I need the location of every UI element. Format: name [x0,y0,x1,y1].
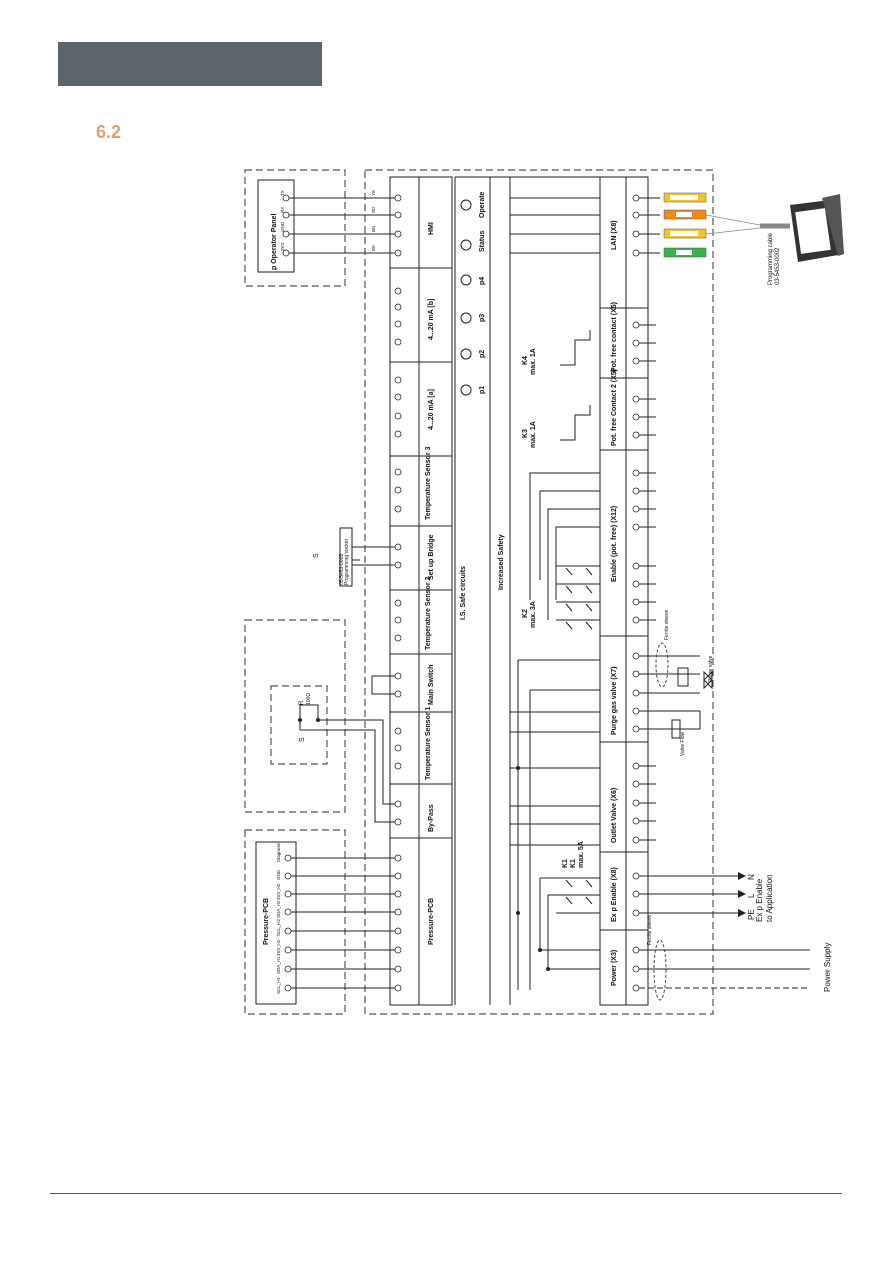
pcb-pin-label: Diagnose [276,842,281,862]
k1-rating: max. 5A [578,841,585,868]
pcb-pin-label: 3V3_H2 [276,883,281,900]
lan-label: LAN (X8) [611,220,618,250]
to-application-label: to Application [765,874,774,922]
programming-socket-box [339,527,353,587]
s-switch-label: S [299,737,306,742]
laptop-icon [790,194,844,262]
temp1-label: Temperature Sensor 1 [425,706,432,780]
pot-free-contact-label: Pot. free contact (X5) [611,302,618,372]
terminal-block-column [389,176,453,1006]
control-unit-enclosure [364,169,714,1015]
outlet-valve-label: Outlet Valve (X6) [611,788,618,843]
ferrite-sleeve-bottom [653,939,667,1001]
pcb-pin-label: GND [276,869,281,880]
ma-a-label: 4...20 mA [a] [428,389,435,430]
led-label-p4: p4 [479,277,486,285]
l-label: L [747,893,756,898]
panel-pin-label: 3V3 [280,242,285,251]
pe-label: PE [747,909,756,920]
led-label-operate: Operate [479,191,486,218]
led-label-p2: p2 [479,350,486,358]
pot-free-contact2-label: Pot. free Contact 2 (X5) [611,369,618,446]
temp2-label: Temperature Sensor 2 [425,576,432,650]
purge-valve-label: Purge valve [708,655,714,682]
k3-rating: max. 1A [530,421,537,448]
lan-connectors [663,192,707,258]
bypass-switch-box [270,685,328,765]
operator-panel-box [257,179,295,273]
output-block-column [599,176,649,1006]
temp3-label: Temperature Sensor 3 [425,446,432,520]
setup-bridge-label: Set up Bridge [428,534,435,580]
s-label: S [313,553,320,558]
ferrite-sleeve-bottom-label: Ferrite sleeve [647,914,653,945]
socket-part-label: 05-5453-0009 [339,554,345,585]
footer-divider [50,1193,842,1194]
k4-rating: max. 1A [530,348,537,375]
k2-label: K2 [522,609,529,618]
increased-safety-label: Increased Safety [498,534,505,590]
power-label: Power (X3) [611,950,618,986]
wire-color-label: RD [371,206,376,213]
programming-socket-label: Programming socket [344,539,350,585]
programming-cable-label: Programming cable [768,232,774,285]
led-label-p3: p3 [479,314,486,322]
wire-color-label: BK [371,245,376,251]
k2-rating: max. 3A [530,601,537,628]
power-supply-label: Power Supply [823,943,832,992]
wire-color-label: BN [371,226,376,232]
pcb-pin-label: SDA_H1 [276,956,281,974]
pressure-pcb-label: Pressure-PCB [428,898,435,945]
header-bar [58,42,322,86]
ex-p-enable-label: Ex p Enable (X8) [611,867,618,922]
k3-label: K3 [522,429,529,438]
led-indicators [460,199,472,396]
n-label: N [747,874,756,880]
panel-pin-label: GND [280,221,285,232]
k1b-label: K1 [570,859,577,868]
k1-label: K1 [562,859,569,868]
r-label: R [299,700,305,705]
k4-label: K4 [522,356,529,365]
pressure-pcb-enclosure [244,829,346,1015]
purge-gas-valve-label: Purge gas valve (X7) [611,667,618,735]
led-label-status: Status [479,231,486,253]
purge-valve-icon [671,667,713,739]
enable-pot-free-label: Enable (pot. free) (X12) [611,506,618,582]
pcb-pin-label: SCL_H1 [276,976,281,994]
bypass-label: By-Pass [428,804,435,832]
pcb-pin-label: 3V3_H1 [276,939,281,956]
external-component-enclosure [244,619,346,813]
ferrite-sleeve-top [655,642,669,688]
panel-pin-label: TX [280,190,285,196]
terminal-circles [394,194,402,992]
ma-b-label: 4...20 mA [b] [428,299,435,340]
ex-p-enable-ext-label: Ex p Enable [755,878,764,922]
resistor-label: 100Ω [306,693,312,705]
pressure-pcb-label-left: Pressure-PCB [263,898,270,945]
pressure-pcb-box [255,841,297,1005]
wire-color-label: YE [371,190,376,196]
panel-pin-label: RX [280,207,285,213]
operator-panel-enclosure [244,169,346,287]
operator-panel-label: p Operator Panel [271,214,278,270]
is-safe-label: I.S. Safe circuits [460,566,467,620]
hmi-label: HMI [428,222,435,235]
section-number: 6.2 [96,122,122,142]
main-switch-label: Main Switch [428,665,435,705]
ferrite-sleeve-top-label: Ferrite sleeve [664,609,670,640]
valve-flow-label: Valve Flow [680,732,686,756]
pcb-pin-label: SDA_H2 [276,900,281,918]
programming-part-label: 03-5453-0002 [775,247,781,285]
pcb-pin-label: SCL_H2 [276,918,281,936]
led-label-p1: p1 [479,386,486,394]
